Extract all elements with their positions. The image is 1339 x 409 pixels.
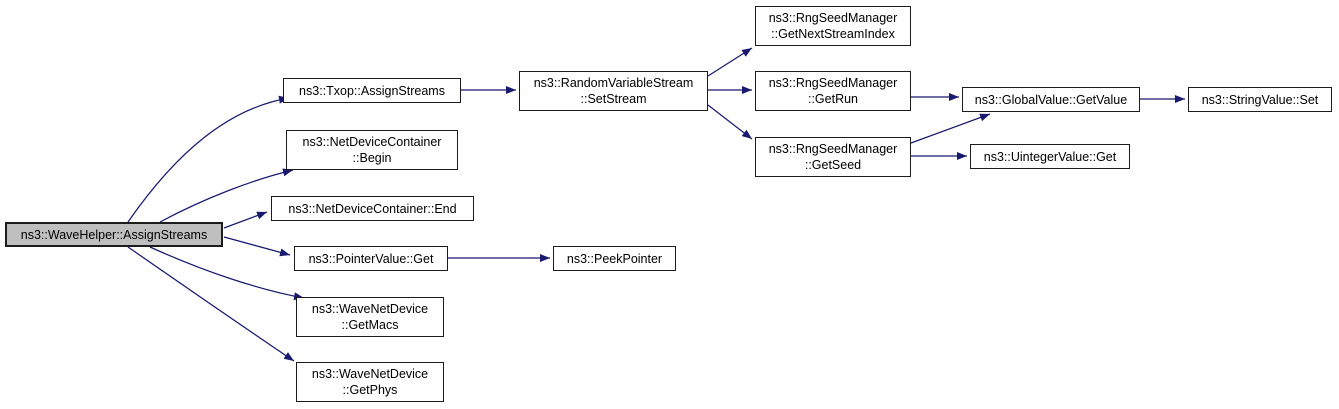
node-label-line: ns3::WaveNetDevice xyxy=(311,367,429,381)
node-label-line: ::GetRun xyxy=(807,92,859,106)
graph-node-wavenetdevice-getphys[interactable]: ns3::WaveNetDevice::GetPhys xyxy=(296,362,444,402)
graph-node-pointervalue-get[interactable]: ns3::PointerValue::Get xyxy=(294,246,448,271)
graph-node-rngseedmanager-getseed[interactable]: ns3::RngSeedManager::GetSeed xyxy=(755,137,911,177)
graph-node-globalvalue-getvalue[interactable]: ns3::GlobalValue::GetValue xyxy=(962,87,1140,112)
node-label-line: ns3::PointerValue::Get xyxy=(308,251,434,266)
node-label-line: ns3::RngSeedManager xyxy=(768,11,898,25)
graph-node-stringvalue-set[interactable]: ns3::StringValue::Set xyxy=(1188,87,1332,112)
node-label-line: ::GetNextStreamIndex xyxy=(771,27,895,41)
graph-node-netdevicecontainer-begin[interactable]: ns3::NetDeviceContainer::Begin xyxy=(286,130,458,170)
node-label-line: ns3::PeekPointer xyxy=(566,251,663,266)
graph-node-rngseedmanager-getrun[interactable]: ns3::RngSeedManager::GetRun xyxy=(755,71,911,111)
graph-node-peekpointer[interactable]: ns3::PeekPointer xyxy=(553,246,676,271)
graph-node-wavenetdevice-getmacs[interactable]: ns3::WaveNetDevice::GetMacs xyxy=(296,297,444,337)
graph-node-rngseedmanager-getnextstreamindex[interactable]: ns3::RngSeedManager::GetNextStreamIndex xyxy=(755,6,911,46)
node-label-line: ns3::RngSeedManager xyxy=(768,142,898,156)
node-label-line: ns3::StringValue::Set xyxy=(1201,92,1319,107)
node-label-line: ns3::GlobalValue::GetValue xyxy=(974,92,1128,107)
edge-wavehelper-assignstreams-to-wavenetdevice-getphys xyxy=(127,246,295,362)
node-label-line: ::SetStream xyxy=(580,92,647,106)
node-label-line: ::GetPhys xyxy=(342,383,398,397)
node-label-line: ns3::NetDeviceContainer::End xyxy=(288,201,457,216)
node-label-line: ns3::NetDeviceContainer xyxy=(302,135,442,149)
edge-rngseedmanager-getseed-to-globalvalue-getvalue xyxy=(910,113,991,144)
node-label-line: ::GetMacs xyxy=(341,318,399,332)
edge-wavehelper-assignstreams-to-txop-assignstreams xyxy=(127,95,290,223)
graph-node-wavehelper-assignstreams: ns3::WaveHelper::AssignStreams xyxy=(5,222,223,247)
edge-wavehelper-assignstreams-to-pointervalue-get xyxy=(223,236,291,257)
node-label-line: ::GetSeed xyxy=(804,158,862,172)
edge-wavehelper-assignstreams-to-wavenetdevice-getmacs xyxy=(149,246,305,301)
edge-wavehelper-assignstreams-to-netdevicecontainer-end xyxy=(223,211,268,229)
edge-wavehelper-assignstreams-to-netdevicecontainer-begin xyxy=(159,168,294,223)
node-label-line: ::Begin xyxy=(352,151,392,165)
graph-node-netdevicecontainer-end[interactable]: ns3::NetDeviceContainer::End xyxy=(271,196,474,221)
node-label-line: ns3::WaveNetDevice xyxy=(311,302,429,316)
node-label-line: ns3::RandomVariableStream xyxy=(533,76,694,90)
graph-node-randomvariablestream-setstream[interactable]: ns3::RandomVariableStream::SetStream xyxy=(519,71,708,111)
edge-randomvariablestream-setstream-to-rngseedmanager-getseed xyxy=(707,104,753,140)
node-label-line: ns3::RngSeedManager xyxy=(768,76,898,90)
edge-randomvariablestream-setstream-to-rngseedmanager-getnextstreamindex xyxy=(707,47,753,77)
graph-node-uintegervalue-get[interactable]: ns3::UintegerValue::Get xyxy=(970,144,1130,169)
node-label-line: ns3::Txop::AssignStreams xyxy=(299,83,445,98)
graph-node-txop-assignstreams[interactable]: ns3::Txop::AssignStreams xyxy=(283,78,461,103)
node-label-line: ns3::WaveHelper::AssignStreams xyxy=(20,227,208,242)
node-label-line: ns3::UintegerValue::Get xyxy=(983,149,1117,164)
